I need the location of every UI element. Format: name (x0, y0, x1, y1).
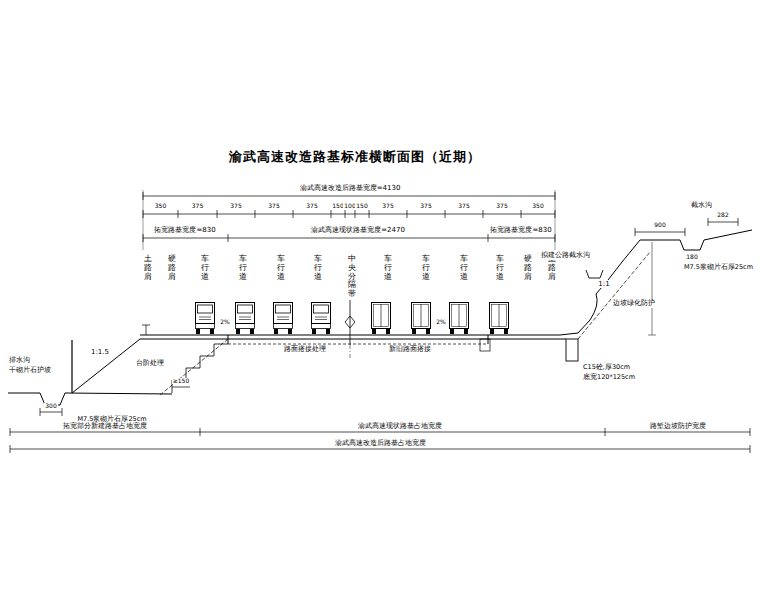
dimension-text: 渝武高速改造后路基宽度=4130 (299, 184, 402, 192)
note-text: 底宽120*125cm (582, 374, 636, 381)
dimension-value: 300 (44, 403, 57, 410)
lane-name: 车行道 (239, 255, 247, 281)
note-text: 边坡绿化防护 (612, 300, 656, 307)
drawing-title: 渝武高速改造路基标准横断面图（近期） (228, 150, 482, 165)
note-text: 排水沟 (8, 356, 31, 364)
dimension-value: 375 (419, 203, 432, 210)
lane-name: 车行道 (201, 255, 209, 281)
dimension-value: 375 (457, 203, 470, 210)
dimension-text: 拓宽路基宽度=830 (153, 226, 216, 234)
lane-name: 车行道 (422, 255, 430, 281)
dimension-value: 350 (154, 203, 167, 210)
note-text: 截水沟 (690, 202, 713, 209)
lane-name: 硬路肩 (168, 255, 176, 281)
note-text: 干砌片石护坡 (8, 366, 52, 374)
dimension-value: 150 (355, 203, 368, 210)
dimension-value: 375 (191, 203, 204, 210)
lane-name: 车行道 (384, 255, 392, 281)
note-text: C15砼,厚30cm (582, 364, 631, 371)
dimension-text: 拓宽部分新建路基占地宽度 (62, 422, 148, 430)
dimension-value: 375 (267, 203, 280, 210)
lane-name: 车行道 (314, 255, 322, 281)
dimension-value: 375 (305, 203, 318, 210)
slope-ratio: 1:1 (597, 280, 610, 288)
note-text: 台阶处理 (135, 360, 165, 367)
dimension-text: 路堑边坡防护宽度 (649, 422, 707, 430)
slope-percent: 2% (219, 319, 231, 326)
dimension-value: 900 (653, 222, 666, 229)
dimension-text: 渝武高速现状路基占地宽度 (357, 422, 443, 430)
slope-ratio: 1:1.5 (90, 348, 110, 356)
note-text: 拟建公路截水沟 (540, 252, 591, 259)
lane-name: 车行道 (460, 255, 468, 281)
dimension-value: 375 (381, 203, 394, 210)
slope-percent: 2% (435, 319, 447, 326)
dimension-value: ≥150 (172, 378, 190, 385)
lane-name: 中央分隔带 (348, 255, 356, 299)
lane-name: 车行道 (277, 255, 285, 281)
dimension-text: 拓宽路基宽度=830 (489, 226, 552, 234)
dimension-value: 180 (685, 254, 698, 261)
dimension-value: 375 (229, 203, 242, 210)
dimension-value: 282 (716, 212, 729, 219)
note-text: M7.5浆砌片石厚25cm (683, 264, 754, 271)
dimension-text: 渝武高速现状路基宽度=2470 (310, 226, 406, 234)
note-text: 路面搭接处理 (283, 346, 327, 353)
lane-name: 车行道 (496, 255, 504, 281)
dimension-value: 350 (531, 203, 544, 210)
dimension-text: 渝武高速改造后路基占地宽度 (334, 439, 427, 447)
note-text: 新旧路面搭接 (388, 346, 432, 353)
dimension-value: 375 (495, 203, 508, 210)
lane-name: 土路肩 (144, 255, 152, 281)
lane-name: 硬路肩 (524, 255, 532, 281)
